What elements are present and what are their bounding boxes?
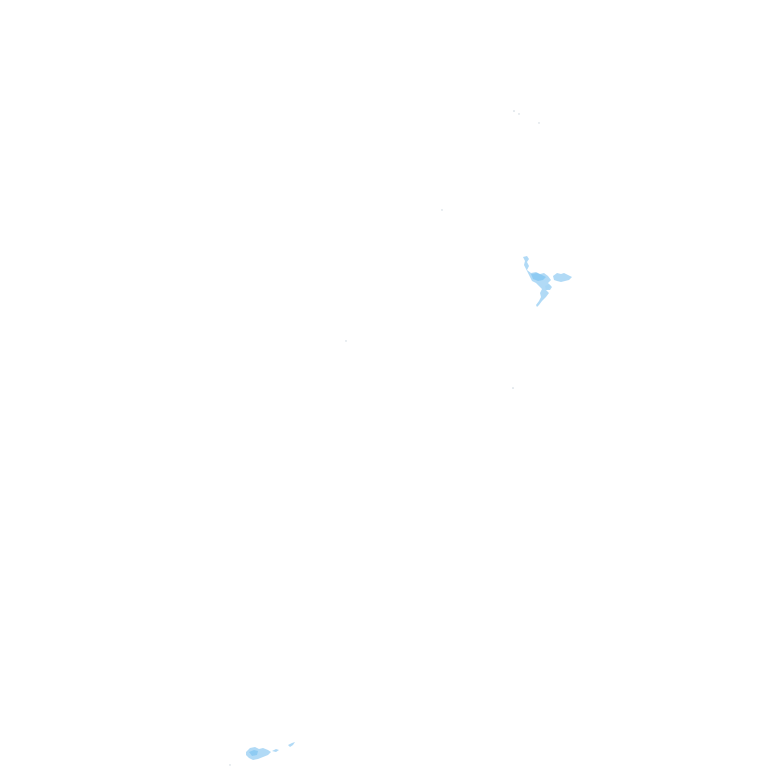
water-body-northeast [523, 256, 572, 307]
water-shape [272, 749, 279, 752]
map-speck [441, 209, 443, 211]
water-shape [523, 256, 551, 307]
map-speck [538, 122, 540, 124]
water-shape-deep [249, 750, 258, 756]
water-shape [545, 284, 552, 290]
map-speck [518, 113, 520, 115]
water-body-southwest [246, 742, 295, 760]
map-speck [345, 340, 347, 342]
water-shape [246, 747, 271, 760]
map-speck [513, 110, 515, 112]
water-shape [288, 742, 295, 747]
map-speck [229, 764, 231, 766]
water-shape [553, 273, 572, 282]
map-speck [512, 387, 514, 389]
water-shape-deep [531, 273, 546, 281]
map-specks [229, 110, 540, 766]
